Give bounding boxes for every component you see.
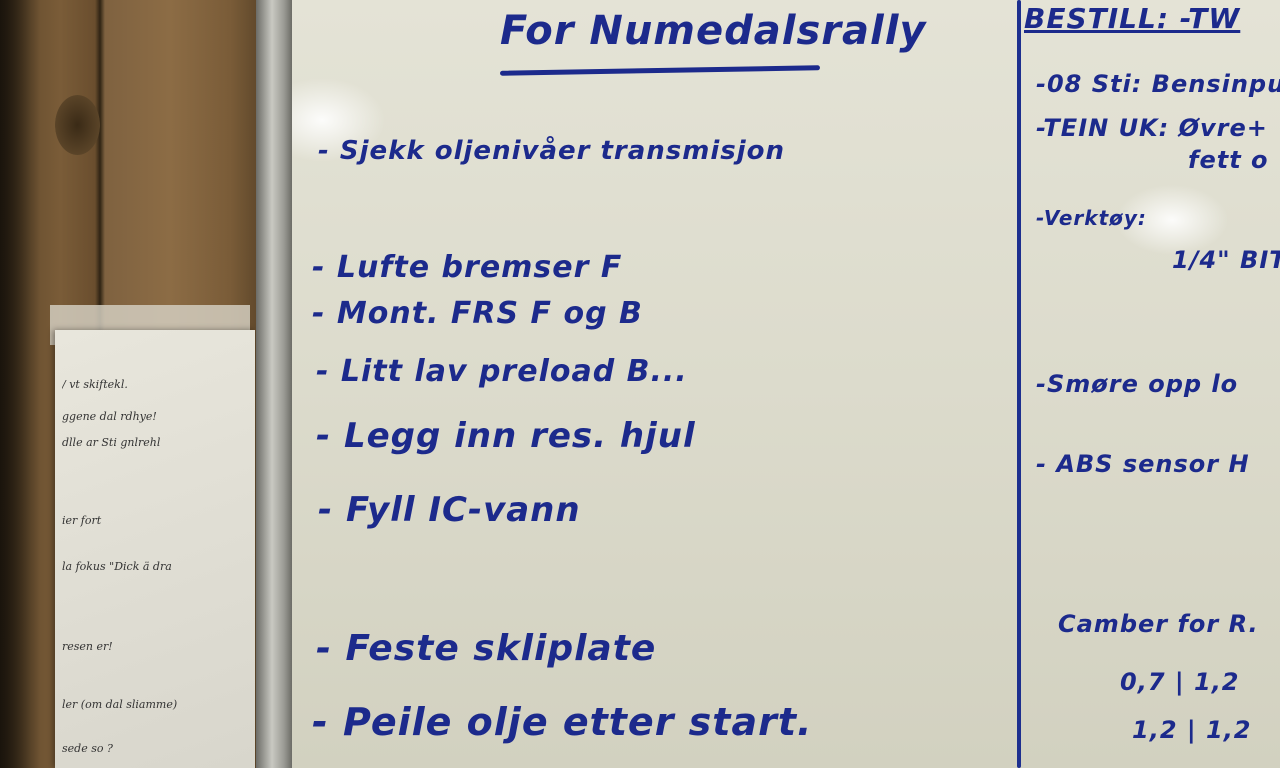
- side-item: 0,7 | 1,2: [1120, 668, 1240, 696]
- task-item: - Litt lav preload B...: [316, 354, 688, 389]
- paper-line: ier fort: [62, 514, 102, 527]
- paper-line: dlle ar Sti gnlrehl: [62, 436, 161, 449]
- side-item: 1/4" BIT: [1172, 246, 1280, 274]
- taped-paper-note: [55, 330, 255, 768]
- paper-line: ler (om dal sliamme): [62, 698, 178, 711]
- side-item: -TEIN UK: Øvre+: [1036, 114, 1268, 142]
- paper-line: la fokus "Dick ä dra: [62, 560, 172, 573]
- wall-shadow: [0, 0, 40, 768]
- wood-knot: [55, 95, 100, 155]
- side-item: -08 Sti: Bensinpu: [1036, 70, 1280, 98]
- paper-line: resen er!: [62, 640, 113, 653]
- side-header: BESTILL: -TW: [1024, 2, 1241, 35]
- task-item: - Lufte bremser F: [312, 250, 623, 285]
- side-item: -Verktøy:: [1036, 206, 1147, 230]
- side-item: 1,2 | 1,2: [1132, 716, 1252, 744]
- task-item: - Legg inn res. hjul: [316, 416, 696, 456]
- whiteboard-frame: [256, 0, 296, 768]
- task-item: - Sjekk oljenivåer transmisjon: [318, 136, 786, 166]
- paper-line: / vt skiftekl.: [62, 378, 128, 391]
- side-item: Camber for R.: [1058, 610, 1259, 638]
- task-item: - Feste skliplate: [316, 628, 657, 669]
- board-title: For Numedalsrally: [500, 8, 927, 54]
- whiteboard: [292, 0, 1280, 768]
- side-item: -Smøre opp lo: [1036, 370, 1239, 398]
- task-item: - Mont. FRS F og B: [312, 296, 643, 331]
- task-item: - Fyll IC-vann: [318, 490, 581, 530]
- side-item: fett o: [1188, 146, 1269, 174]
- paper-line: sede so ?: [62, 742, 113, 755]
- task-item: - Peile olje etter start.: [312, 700, 813, 744]
- board-divider-line: [1017, 0, 1021, 768]
- paper-line: ggene dal rdhye!: [62, 410, 157, 423]
- side-item: - ABS sensor H: [1036, 450, 1250, 478]
